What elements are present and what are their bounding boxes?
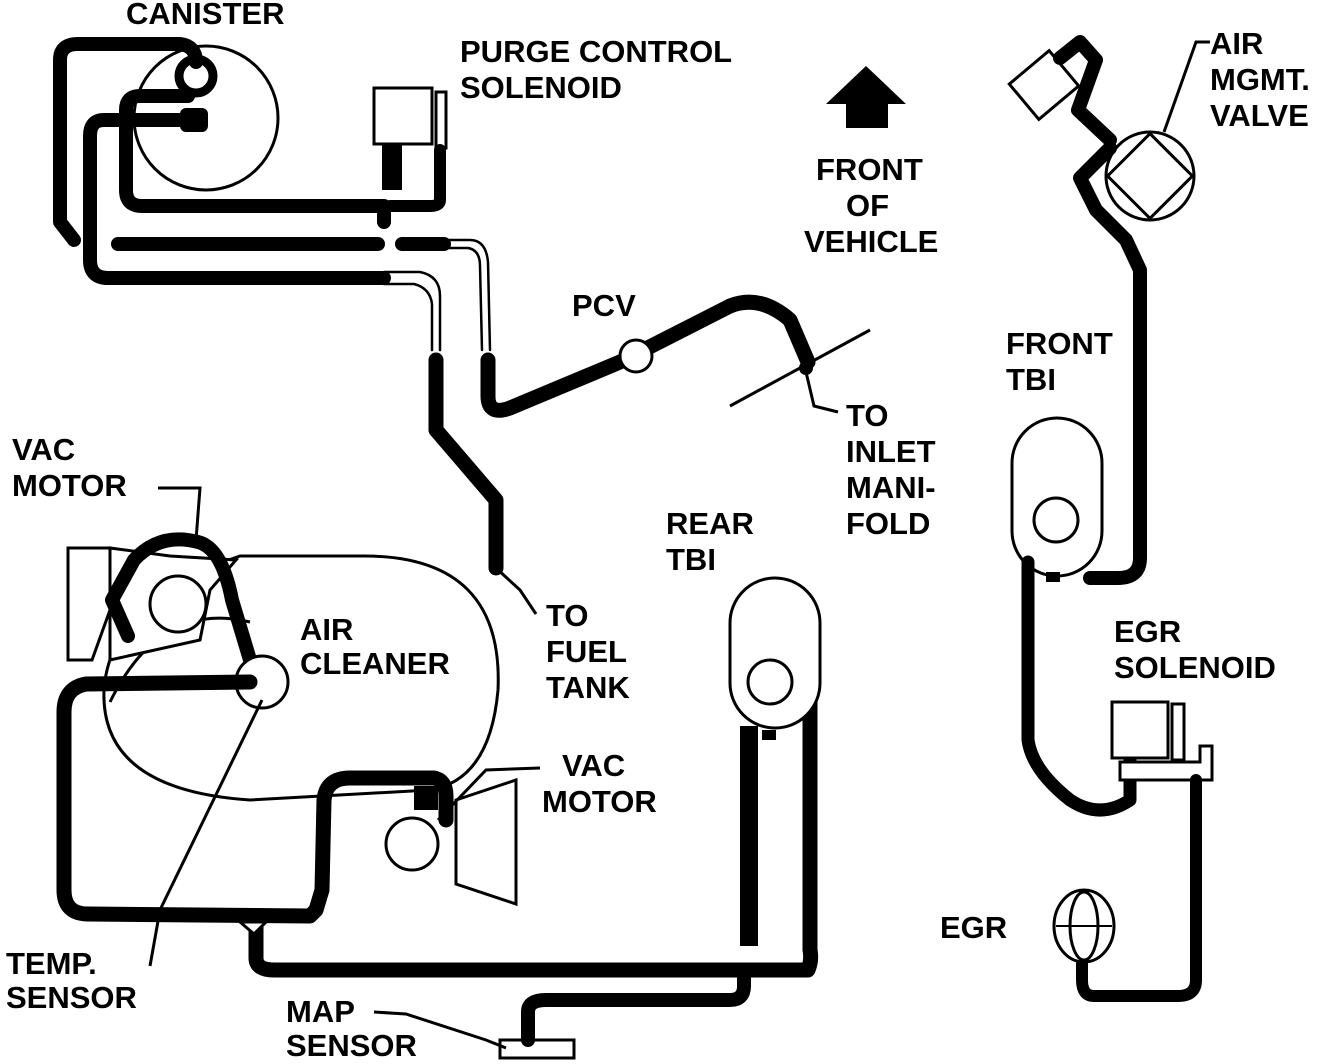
inlet-manifold-label-2: INLET <box>846 434 936 469</box>
fuel-tank-hose <box>428 352 504 576</box>
rear-tbi-label-2: TBI <box>666 542 716 577</box>
canister-hose-outer <box>83 113 391 285</box>
inlet-manifold-label-4: FOLD <box>846 506 930 541</box>
front-arrow <box>826 66 906 128</box>
fuel-tank-thin-line <box>382 270 442 352</box>
front-tbi-label-2: TBI <box>1006 362 1056 397</box>
front-tbi-label-1: FRONT <box>1006 326 1113 361</box>
front-tbi <box>1010 416 1104 582</box>
fuel-tank-label-2: FUEL <box>546 634 627 669</box>
purge-thin-line-a <box>442 238 492 352</box>
fuel-tank-label-1: TO <box>546 598 589 633</box>
canister-hose-mid <box>119 89 391 229</box>
fuel-tank-label-3: TANK <box>546 670 630 705</box>
vac-motor-bottom-label-1: VAC <box>562 748 625 783</box>
rear-tbi-label-1: REAR <box>666 506 754 541</box>
air-cleaner-label-2: CLEANER <box>300 646 450 681</box>
front-of-vehicle-label-2: OF <box>846 188 889 223</box>
vac-motor-top-label-1: VAC <box>12 432 75 467</box>
map-bottom-hose <box>248 692 819 978</box>
canister-label: CANISTER <box>126 0 284 31</box>
egr-valve <box>1052 888 1116 964</box>
egr-label: EGR <box>940 910 1007 945</box>
vac-motor-top <box>66 546 240 662</box>
purge-control-solenoid <box>372 86 448 212</box>
temp-sensor-label-2: SENSOR <box>6 980 137 1015</box>
air-cleaner-label-1: AIR <box>300 612 353 647</box>
pcv-label: PCV <box>572 288 636 323</box>
air-mgmt-label-1: AIR <box>1210 26 1263 61</box>
map-sensor-label-2: SENSOR <box>286 1028 417 1063</box>
egr-solenoid-label-1: EGR <box>1114 614 1181 649</box>
air-management-valve <box>1007 35 1196 585</box>
inlet-manifold-label-1: TO <box>846 398 889 433</box>
canister-hose-left-loop <box>53 37 203 247</box>
map-sensor-label-1: MAP <box>286 994 355 1029</box>
rear-tbi <box>728 576 822 946</box>
pcv-valve <box>618 338 654 374</box>
vac-motor-bottom <box>384 777 518 907</box>
vac-motor-bottom-label-2: MOTOR <box>542 784 657 819</box>
air-cleaner-left-hose <box>56 674 454 924</box>
purge-control-label-1: PURGE CONTROL <box>460 34 732 69</box>
map-sensor <box>498 967 751 1060</box>
front-of-vehicle-label-1: FRONT <box>816 152 923 187</box>
temp-sensor-label-1: TEMP. <box>6 946 97 981</box>
air-mgmt-label-3: VALVE <box>1210 98 1309 133</box>
front-tbi-egr-hose <box>1021 555 1137 817</box>
vac-motor-top-hose <box>105 532 257 667</box>
vac-motor-top-label-2: MOTOR <box>12 468 127 503</box>
front-of-vehicle-label-3: VEHICLE <box>804 224 938 259</box>
purge-control-label-2: SOLENOID <box>460 70 622 105</box>
egr-solenoid-label-2: SOLENOID <box>1114 650 1276 685</box>
air-mgmt-label-2: MGMT. <box>1210 62 1310 97</box>
inlet-manifold-label-3: MANI- <box>846 470 936 505</box>
egr-solenoid <box>1076 700 1214 1002</box>
pcv-hose <box>480 294 816 418</box>
